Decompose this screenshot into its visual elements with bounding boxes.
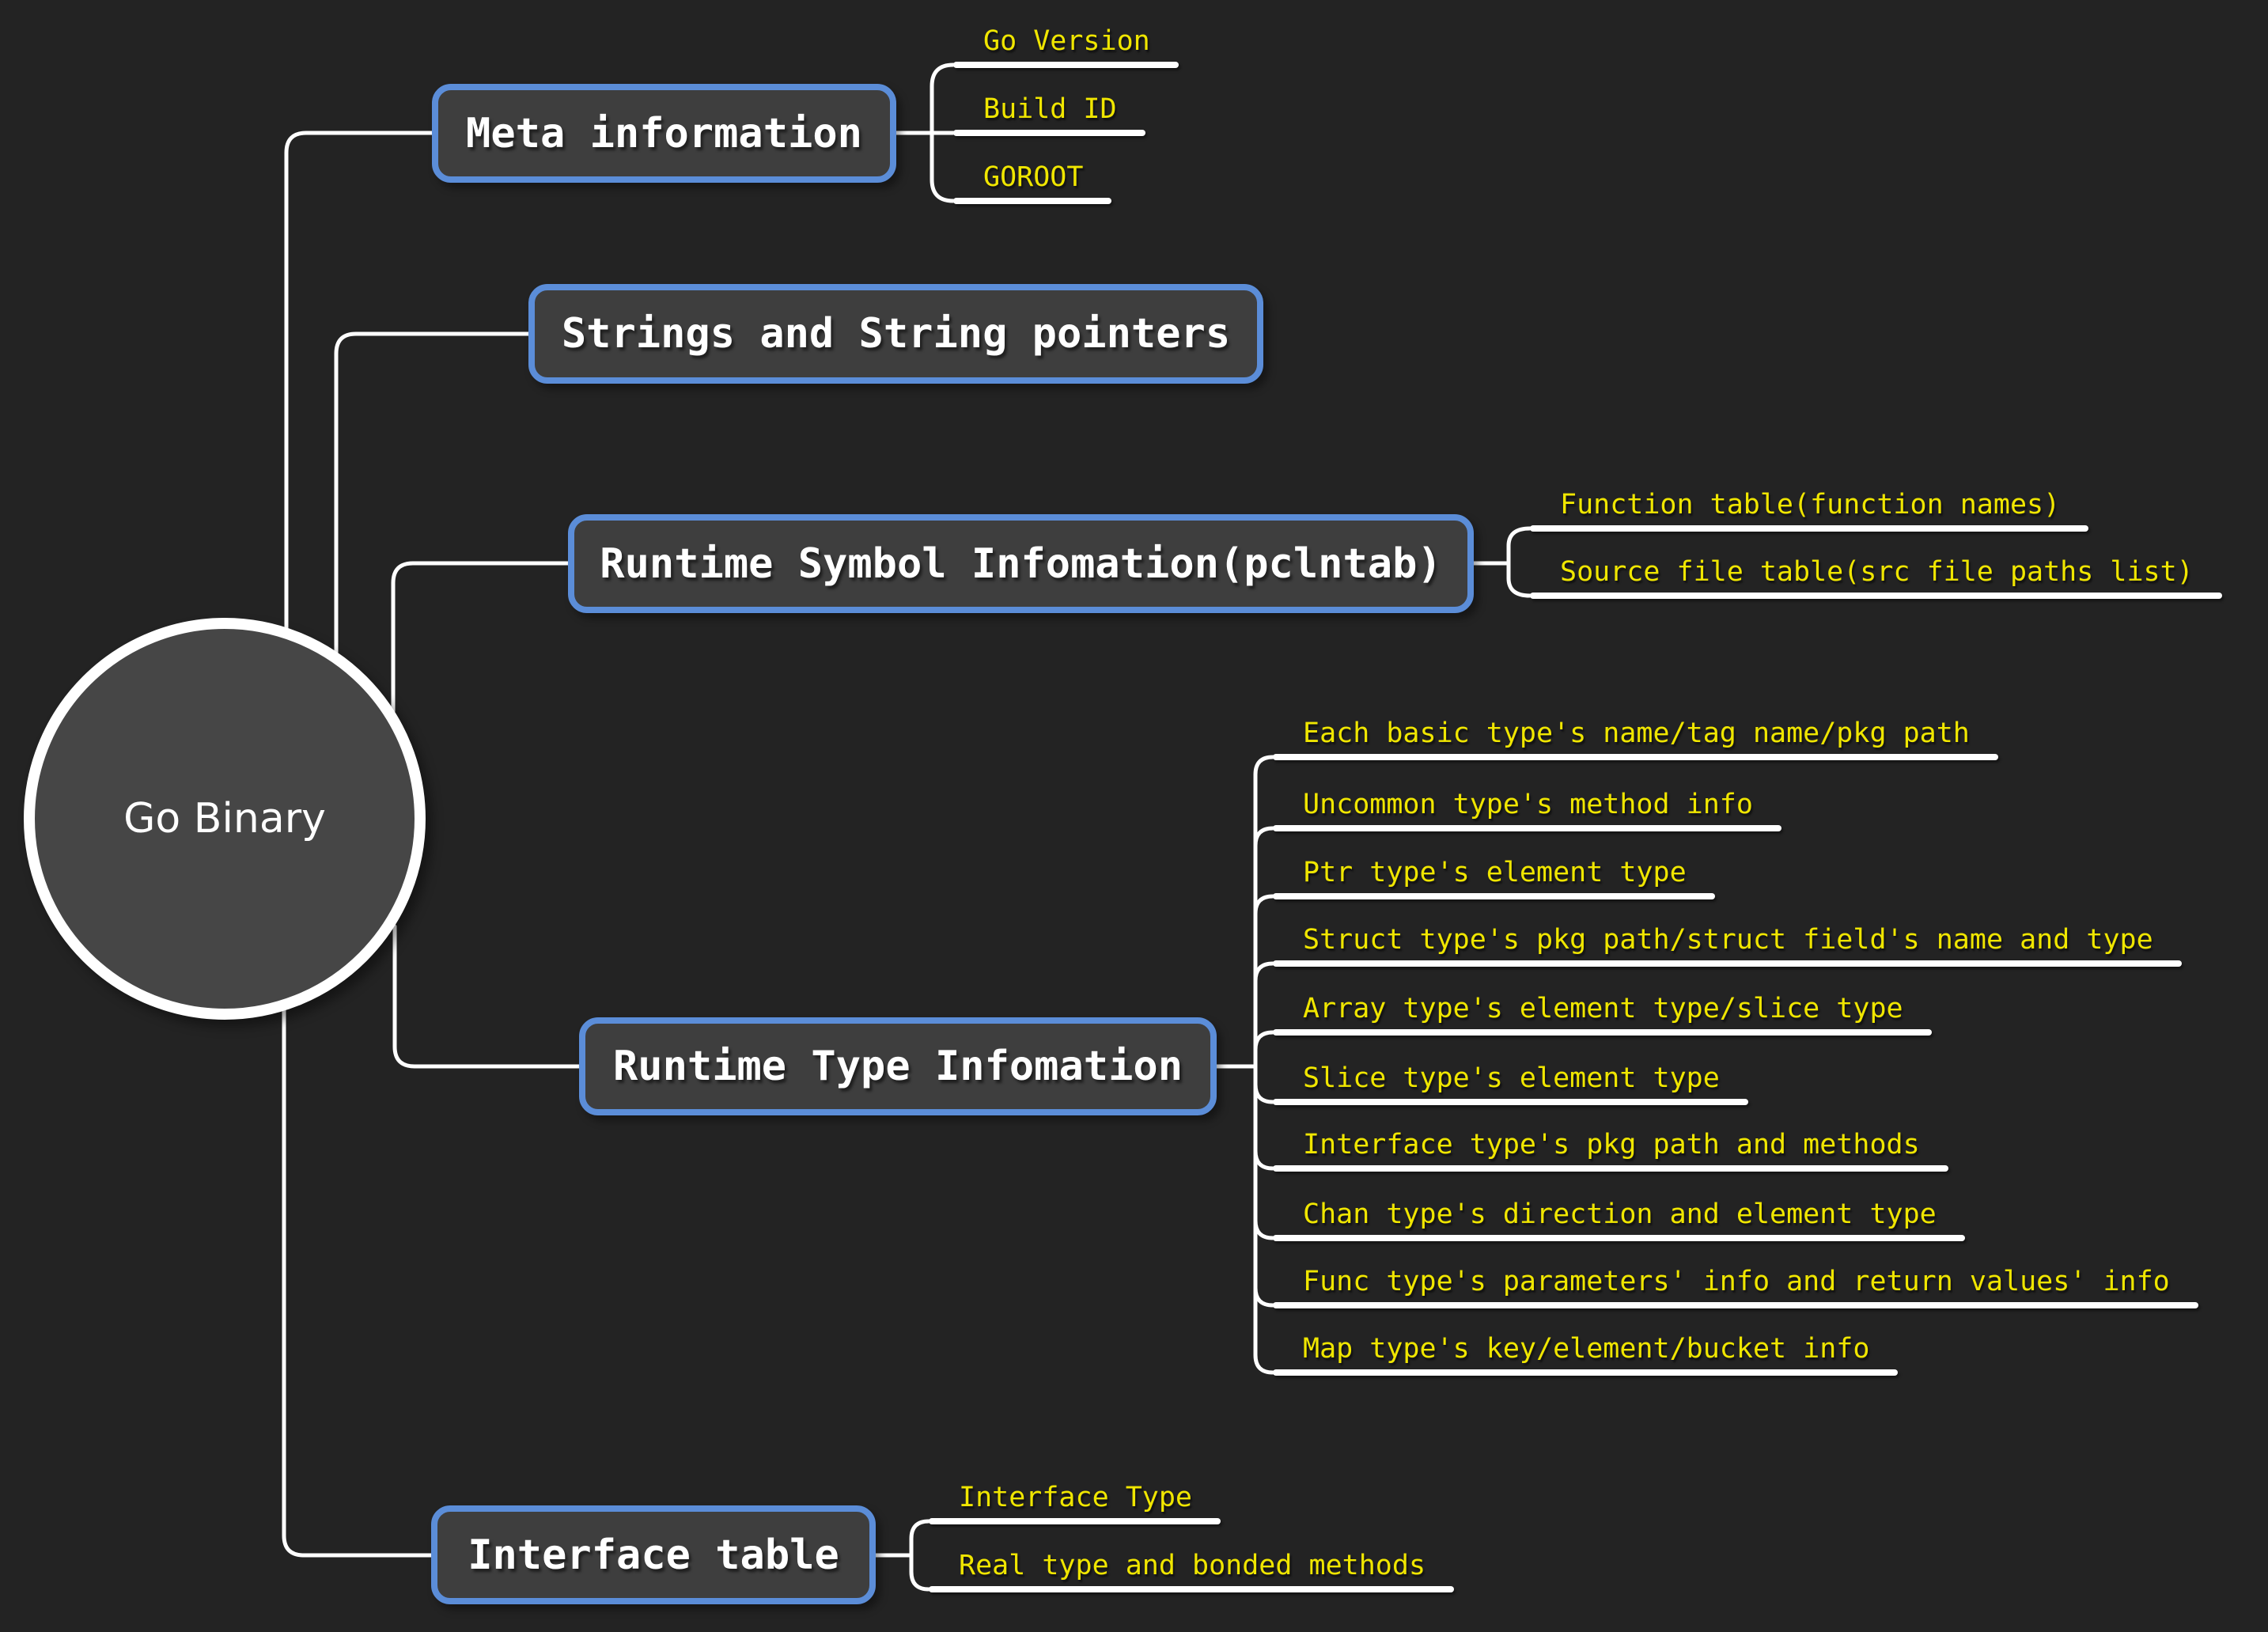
branch-node-label: Strings and String pointers: [561, 310, 1231, 358]
branch-node-label: Runtime Type Infomation: [612, 1043, 1183, 1090]
leaf-uncommon-type-method-info[interactable]: Uncommon type's method info: [1273, 787, 1781, 831]
bracket-meta-children: [894, 62, 956, 203]
leaf-real-type-bonded-methods[interactable]: Real type and bonded methods: [929, 1548, 1455, 1592]
bracket-interface-children: [873, 1519, 931, 1592]
leaf-goroot[interactable]: GOROOT: [953, 160, 1112, 204]
bracket-runtime-symbol-children: [1471, 526, 1532, 598]
branch-node-runtime-symbol-infomation[interactable]: Runtime Symbol Infomation(pclntab): [568, 514, 1474, 613]
leaf-map-type-key-element[interactable]: Map type's key/element/bucket info: [1273, 1331, 1899, 1376]
leaf-build-id[interactable]: Build ID: [953, 92, 1145, 136]
edge-root-strings: [334, 331, 531, 656]
leaf-chan-type-direction[interactable]: Chan type's direction and element type: [1273, 1197, 1965, 1241]
branch-node-label: Meta information: [466, 109, 862, 157]
root-node[interactable]: Go Binary: [24, 618, 426, 1020]
branch-node-label: Interface table: [468, 1531, 839, 1579]
root-node-label: Go Binary: [123, 795, 326, 843]
bracket-runtime-type-children: [1214, 755, 1275, 1375]
edge-root-runtime-type: [392, 924, 581, 1069]
branch-node-label: Runtime Symbol Infomation(pclntab): [600, 540, 1442, 588]
branch-node-meta-information[interactable]: Meta information: [432, 84, 896, 183]
leaf-interface-type-pkg-path[interactable]: Interface type's pkg path and methods: [1273, 1127, 1948, 1172]
leaf-slice-type-element-type[interactable]: Slice type's element type: [1273, 1061, 1748, 1105]
edge-root-runtime-symbol: [391, 561, 570, 714]
leaf-source-file-table[interactable]: Source file table(src file paths list): [1530, 555, 2222, 599]
branch-node-strings-and-string-pointers[interactable]: Strings and String pointers: [528, 284, 1263, 384]
branch-node-runtime-type-infomation[interactable]: Runtime Type Infomation: [579, 1017, 1217, 1115]
leaf-function-table[interactable]: Function table(function names): [1530, 487, 2089, 532]
leaf-basic-type-name[interactable]: Each basic type's name/tag name/pkg path: [1273, 716, 1998, 760]
leaf-array-type-element-type[interactable]: Array type's element type/slice type: [1273, 991, 1932, 1036]
branch-node-interface-table[interactable]: Interface table: [431, 1505, 876, 1604]
edge-root-interface-table: [282, 1008, 434, 1558]
leaf-struct-type-pkg-path[interactable]: Struct type's pkg path/struct field's na…: [1273, 922, 2182, 967]
edge-root-meta-information: [284, 131, 434, 631]
leaf-go-version[interactable]: Go Version: [953, 24, 1179, 68]
leaf-interface-type[interactable]: Interface Type: [929, 1480, 1221, 1524]
leaf-func-type-parameters[interactable]: Func type's parameters' info and return …: [1273, 1264, 2198, 1308]
leaf-ptr-type-element-type[interactable]: Ptr type's element type: [1273, 855, 1715, 899]
